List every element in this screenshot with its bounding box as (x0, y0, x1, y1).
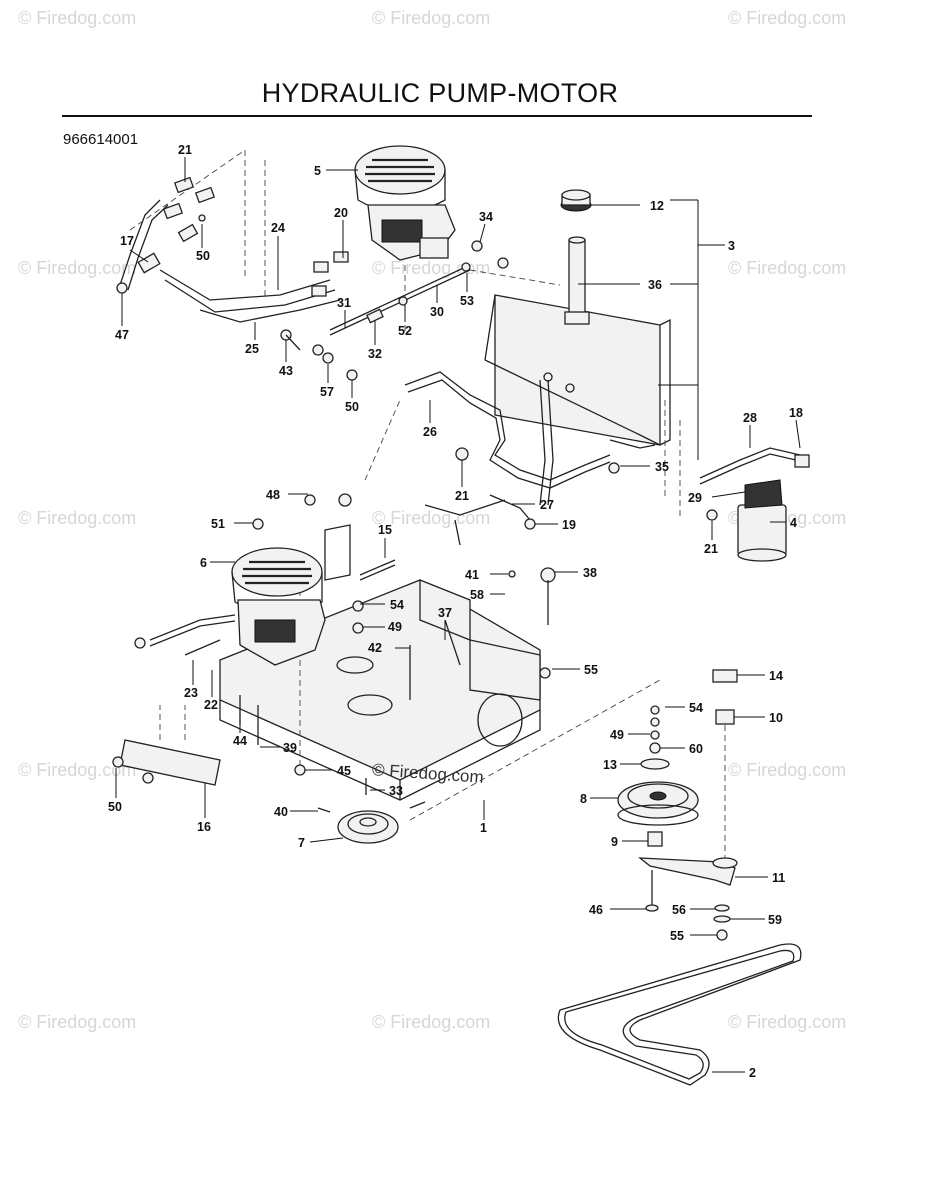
drive-belt (557, 943, 802, 1086)
tank-group-bracket (658, 199, 725, 520)
callout-25: 25 (245, 342, 259, 356)
watermark: © Firedog.com (18, 8, 137, 28)
callout-11: 11 (772, 871, 785, 885)
callout-53: 53 (460, 294, 474, 308)
callout-51: 51 (211, 517, 225, 531)
idler-pulley-assembly (617, 669, 738, 941)
callout-57: 57 (320, 385, 334, 399)
watermark: © Firedog.com (728, 258, 847, 278)
callout-5: 5 (314, 164, 321, 178)
callout-45: 45 (337, 764, 351, 778)
callout-41: 41 (465, 568, 479, 582)
callout-24: 24 (271, 221, 285, 235)
callout-8: 8 (580, 792, 587, 806)
callout-46: 46 (589, 903, 603, 917)
callout-2: 2 (749, 1066, 756, 1080)
callout-49: 49 (388, 620, 402, 634)
callout-38: 38 (583, 566, 597, 580)
watermark: © Firedog.com (372, 508, 491, 528)
callout-18: 18 (789, 406, 803, 420)
callout-52: 52 (398, 324, 412, 338)
title-divider (62, 115, 812, 117)
watermark: © Firedog.com (18, 508, 137, 528)
callout-50: 50 (345, 400, 359, 414)
callout-44: 44 (233, 734, 247, 748)
callout-35: 35 (655, 460, 669, 474)
watermark: © Firedog.com (372, 258, 491, 278)
callout-10: 10 (769, 711, 783, 725)
callout-32: 32 (368, 347, 382, 361)
callout-31: 31 (337, 296, 351, 310)
callout-labels: 21 17 47 50 5 20 24 25 34 53 30 31 52 32… (108, 143, 803, 1080)
callout-20: 20 (334, 206, 348, 220)
callout-21: 21 (178, 143, 192, 157)
pump-pulley (317, 801, 426, 844)
callout-21: 21 (704, 542, 718, 556)
callout-37: 37 (438, 606, 452, 620)
callout-17: 17 (120, 234, 134, 248)
hydraulic-pump-upper (354, 145, 456, 335)
watermark: © Firedog.com (728, 760, 847, 780)
callout-56: 56 (672, 903, 686, 917)
callout-40: 40 (274, 805, 288, 819)
callout-9: 9 (611, 835, 618, 849)
callout-22: 22 (204, 698, 218, 712)
callout-50: 50 (108, 800, 122, 814)
callout-1: 1 (480, 821, 487, 835)
callout-4: 4 (790, 516, 797, 530)
callout-36: 36 (648, 278, 662, 292)
callout-3: 3 (728, 239, 735, 253)
callout-60: 60 (689, 742, 703, 756)
watermark: © Firedog.com (18, 760, 137, 780)
callout-55: 55 (584, 663, 598, 677)
callout-7: 7 (298, 836, 305, 850)
callout-34: 34 (479, 210, 493, 224)
callout-47: 47 (115, 328, 129, 342)
watermark: © Firedog.com (372, 8, 491, 28)
page-title: HYDRAULIC PUMP-MOTOR (261, 78, 619, 108)
diagram-part-number: 966614001 (63, 131, 139, 148)
callout-26: 26 (423, 425, 437, 439)
callout-33: 33 (389, 784, 403, 798)
callout-54: 54 (689, 701, 703, 715)
hose-assembly-upper-left (116, 149, 349, 323)
callout-54: 54 (390, 598, 404, 612)
watermark: © Firedog.com (728, 1012, 847, 1032)
callout-30: 30 (430, 305, 444, 319)
callout-6: 6 (200, 556, 207, 570)
callout-58: 58 (470, 588, 484, 602)
callout-15: 15 (378, 523, 392, 537)
filler-neck-and-cap (560, 189, 592, 325)
callout-14: 14 (769, 669, 783, 683)
watermark: © Firedog.com (372, 1012, 491, 1032)
callout-42: 42 (368, 641, 382, 655)
callout-50: 50 (196, 249, 210, 263)
callout-28: 28 (743, 411, 757, 425)
callout-59: 59 (768, 913, 782, 927)
callout-21: 21 (455, 489, 469, 503)
callout-29: 29 (688, 491, 702, 505)
callout-39: 39 (283, 741, 297, 755)
watermark: © Firedog.com (18, 1012, 137, 1032)
callout-23: 23 (184, 686, 198, 700)
linkage-rod (280, 240, 561, 381)
watermark: © Firedog.com (18, 258, 137, 278)
callout-leaders (115, 157, 801, 1073)
callout-27: 27 (540, 498, 554, 512)
callout-13: 13 (603, 758, 617, 772)
shield-plate (112, 705, 221, 786)
callout-43: 43 (279, 364, 293, 378)
hydraulic-pump-lower (134, 547, 326, 666)
callout-48: 48 (266, 488, 280, 502)
watermark: © Firedog.com (728, 8, 847, 28)
hydraulic-oil-filter (699, 447, 810, 562)
callout-19: 19 (562, 518, 576, 532)
callout-49: 49 (610, 728, 624, 742)
callout-55: 55 (670, 929, 684, 943)
callout-16: 16 (197, 820, 211, 834)
callout-12: 12 (650, 199, 664, 213)
